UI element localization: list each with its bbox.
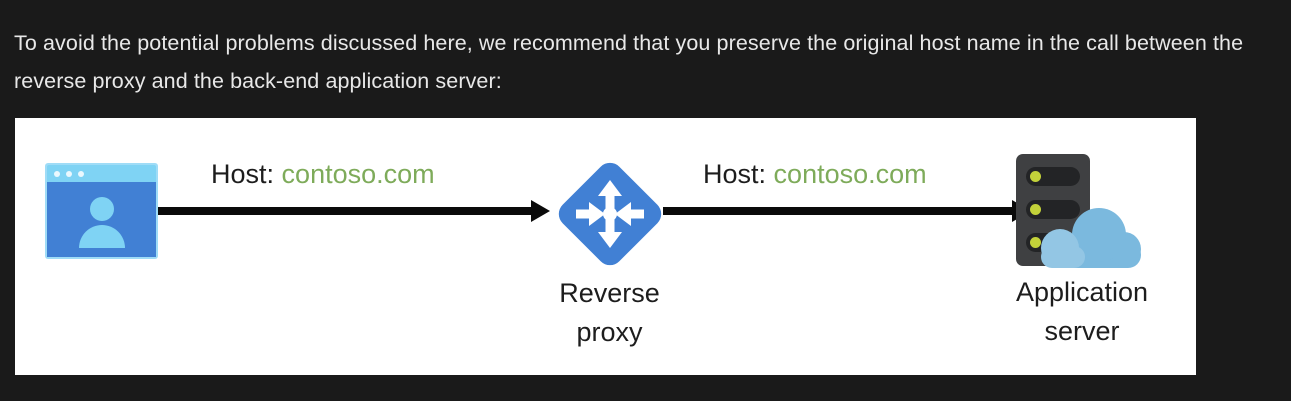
host-header-value: contoso.com: [281, 159, 435, 189]
server-slot-2: [1026, 200, 1080, 219]
architecture-diagram: Host: contoso.com Reverse proxy: [15, 118, 1196, 375]
browser-titlebar: [47, 165, 156, 182]
arrow-client-to-proxy: [158, 200, 550, 222]
node-application-server: Application server: [967, 148, 1197, 351]
cloud-base-left: [1041, 246, 1085, 268]
user-body-icon: [78, 225, 125, 248]
node-reverse-proxy: Reverse proxy: [527, 157, 692, 352]
server-led-3: [1030, 237, 1041, 248]
user-head-icon: [89, 197, 114, 221]
host-header-key: Host:: [703, 159, 767, 189]
server-rack-cloud-icon: [1003, 148, 1148, 271]
server-led-1: [1030, 171, 1041, 182]
router-diamond-icon: [552, 157, 667, 271]
server-slot-1: [1026, 167, 1080, 186]
edge-label-client-to-proxy: Host: contoso.com: [211, 159, 435, 189]
browser-dot-2: [66, 171, 72, 177]
browser-content: [47, 182, 156, 257]
browser-window-user-icon: [45, 163, 158, 259]
arrow-shaft: [663, 207, 1014, 215]
arrow-head-icon: [531, 200, 550, 222]
node-label-application-server: Application server: [1015, 277, 1149, 346]
edge-label-proxy-to-server: Host: contoso.com: [703, 159, 927, 189]
server-led-2: [1030, 204, 1041, 215]
browser-dot-1: [54, 171, 60, 177]
host-header-key: Host:: [211, 159, 275, 189]
arrow-shaft: [158, 207, 533, 215]
cloud-icon: [1041, 208, 1148, 270]
host-header-value: contoso.com: [773, 159, 927, 189]
intro-paragraph: To avoid the potential problems discusse…: [14, 30, 1244, 93]
browser-dot-3: [78, 171, 84, 177]
node-label-reverse-proxy: Reverse proxy: [559, 278, 660, 347]
